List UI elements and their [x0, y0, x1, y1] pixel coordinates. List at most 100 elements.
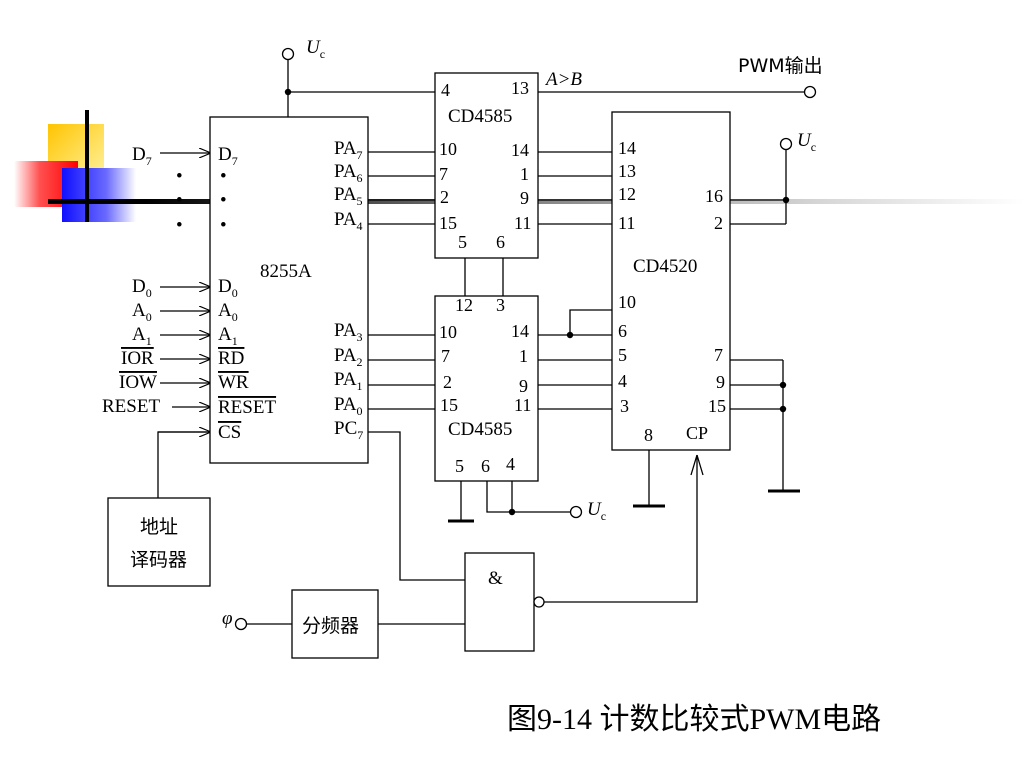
pin-wr: WR	[218, 372, 249, 393]
svg-text:9: 9	[519, 376, 528, 396]
pin-pa3: PA3	[334, 320, 363, 344]
svg-text:11: 11	[514, 213, 531, 233]
svg-text:10: 10	[618, 292, 636, 312]
svg-text:16: 16	[705, 186, 723, 206]
svg-text:1: 1	[520, 164, 529, 184]
pin-a1: A1	[218, 324, 238, 348]
svg-text:12: 12	[618, 184, 636, 204]
svg-text:8: 8	[644, 425, 653, 445]
cmp-bottom-pin-numbers: 12 3 10 14 7 1 2 9 15 11 5 6 4	[439, 295, 531, 476]
and-gate-symbol: &	[488, 568, 503, 589]
pin-rd: RD	[218, 348, 244, 369]
svg-text:7: 7	[714, 345, 723, 365]
svg-text:•: •	[176, 190, 183, 211]
pin-pa7: PA7	[334, 138, 363, 162]
iow-input-label: IOW	[119, 372, 157, 393]
pin-pc7: PC7	[334, 418, 363, 442]
svg-text:15: 15	[708, 396, 726, 416]
pin-pa0: PA0	[334, 394, 363, 418]
svg-text:15: 15	[439, 213, 457, 233]
pin-cs: CS	[218, 422, 241, 443]
pin-pa4: PA4	[334, 209, 363, 233]
pwm-output-label: PWM输出	[738, 55, 823, 77]
svg-text:11: 11	[514, 395, 531, 415]
chip-cd4520	[611, 111, 731, 451]
junction-dots	[284, 88, 790, 516]
svg-text:5: 5	[618, 345, 627, 365]
pin-d0: D0	[218, 276, 238, 300]
svg-text:•: •	[220, 215, 227, 236]
svg-text:2: 2	[714, 213, 723, 233]
svg-text:9: 9	[520, 188, 529, 208]
chip-cd4585-bottom	[434, 295, 539, 482]
svg-text:4: 4	[506, 454, 515, 474]
uc-bottom-label: Uc	[587, 499, 606, 523]
svg-text:2: 2	[440, 187, 449, 207]
wires	[157, 60, 806, 625]
phi-label: φ	[222, 608, 233, 629]
svg-text:13: 13	[618, 161, 636, 181]
counter-pin-numbers: 14 13 12 11 16 2 10 6 5 4 3 7 9 15 8 CP	[618, 138, 726, 445]
chip-cd4585-bottom-name: CD4585	[448, 419, 512, 440]
deco-blue-square	[62, 168, 136, 222]
svg-text:•: •	[220, 190, 227, 211]
svg-text:9: 9	[716, 372, 725, 392]
uc-right-label: Uc	[797, 130, 816, 154]
address-decoder-box	[107, 497, 211, 587]
svg-text:14: 14	[511, 140, 529, 160]
svg-text:7: 7	[441, 346, 450, 366]
a0-input-label: A0	[132, 300, 152, 324]
chip-8255a-name: 8255A	[260, 261, 312, 282]
chip-cd4585-top	[434, 72, 539, 259]
svg-text:4: 4	[441, 80, 450, 100]
pin-pa6: PA6	[334, 161, 363, 185]
chip-cd4585-top-name: CD4585	[448, 106, 512, 127]
svg-text:14: 14	[618, 138, 636, 158]
svg-text:6: 6	[496, 232, 505, 252]
svg-text:3: 3	[620, 396, 629, 416]
svg-text:6: 6	[481, 456, 490, 476]
svg-text:12: 12	[455, 295, 473, 315]
decoder-label-line1: 地址	[140, 516, 178, 538]
chip-cd4520-name: CD4520	[633, 256, 697, 277]
decoder-label-line2: 译码器	[130, 549, 187, 571]
svg-text:10: 10	[439, 139, 457, 159]
terminals	[234, 47, 817, 631]
svg-text:2: 2	[443, 372, 452, 392]
svg-text:6: 6	[618, 321, 627, 341]
frequency-divider-box	[291, 589, 379, 659]
svg-text:•: •	[176, 166, 183, 187]
deco-vertical-line	[85, 110, 89, 222]
ellipsis-dots: • • • • • •	[176, 166, 227, 236]
uc-top-label: Uc	[306, 37, 325, 61]
a1-input-label: A1	[132, 324, 152, 348]
svg-text:11: 11	[618, 213, 635, 233]
pin-pa1: PA1	[334, 369, 363, 393]
d7-input-label: D7	[132, 144, 152, 168]
ground-symbols	[448, 489, 800, 523]
svg-text:•: •	[220, 166, 227, 187]
ior-input-label: IOR	[121, 348, 154, 369]
pin-pa2: PA2	[334, 345, 363, 369]
svg-text:5: 5	[455, 456, 464, 476]
d0-input-label: D0	[132, 276, 152, 300]
svg-text:CP: CP	[686, 423, 708, 443]
svg-text:1: 1	[519, 346, 528, 366]
svg-text:13: 13	[511, 78, 529, 98]
pin-pa5: PA5	[334, 184, 363, 208]
svg-text:15: 15	[440, 395, 458, 415]
svg-text:4: 4	[618, 371, 627, 391]
reset-input-label: RESET	[102, 396, 160, 417]
a-greater-b-label: A>B	[544, 69, 582, 90]
chip-8255a	[209, 116, 369, 464]
svg-text:7: 7	[439, 164, 448, 184]
pin-d7: D7	[218, 144, 238, 168]
svg-text:5: 5	[458, 232, 467, 252]
and-gate-inverter-bubble	[533, 596, 545, 608]
pin-reset: RESET	[218, 397, 276, 418]
svg-text:14: 14	[511, 321, 529, 341]
divider-label: 分频器	[302, 615, 359, 637]
input-arrows	[158, 153, 210, 432]
